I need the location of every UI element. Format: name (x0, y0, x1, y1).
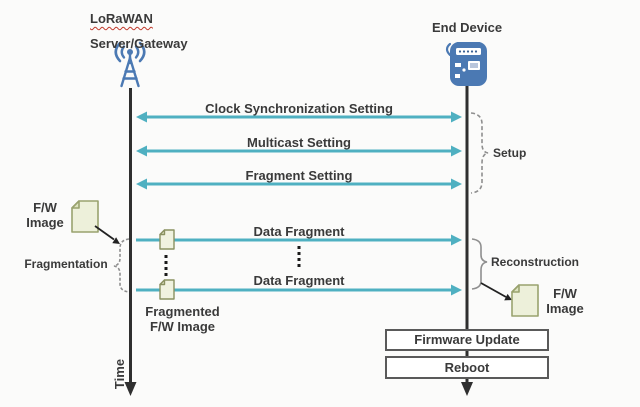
radio-tower-icon (114, 41, 146, 88)
time-axis-label: Time (112, 358, 127, 390)
server-actor-subtitle: Server/Gateway (90, 36, 188, 51)
fragmentation-brace (113, 238, 130, 293)
fw-image-left-label: F/W Image (22, 200, 68, 230)
fragment-icon-2 (159, 279, 175, 300)
message-arrow-data-fragment-2 (136, 284, 462, 296)
fragmentation-label: Fragmentation (24, 257, 108, 271)
message-label-multicast: Multicast Setting (246, 135, 351, 150)
reconstruction-label: Reconstruction (491, 255, 580, 269)
reconstruction-brace (471, 238, 488, 290)
message-label-fragment-setting: Fragment Setting (245, 168, 353, 183)
handheld-device-icon (445, 42, 487, 86)
ellipsis-dots-left (164, 255, 168, 276)
fragment-icon-1 (159, 229, 175, 250)
fw-image-left-line2: Image (26, 215, 64, 230)
fw-image-right-label: F/W Image (540, 286, 590, 316)
message-label-data-fragment-2: Data Fragment (253, 273, 345, 288)
message-label-clock-sync: Clock Synchronization Setting (205, 101, 393, 116)
message-arrow-fragment-setting (136, 178, 462, 190)
fw-image-icon-right (511, 284, 539, 317)
device-actor-name: End Device (432, 20, 503, 35)
fw-image-left-line1: F/W (33, 200, 57, 215)
time-arrowhead (461, 382, 473, 396)
fw-image-right-line1: F/W (553, 286, 577, 301)
fw-image-right-line2: Image (546, 301, 584, 316)
setup-phase-label: Setup (493, 146, 527, 160)
ellipsis-dots-center (297, 246, 301, 267)
message-label-data-fragment-1: Data Fragment (253, 224, 345, 239)
fragmented-fw-line1: Fragmented (145, 304, 220, 319)
reconstruction-arrow (480, 282, 512, 301)
server-actor-name: LoRaWAN (90, 11, 153, 26)
firmware-update-box: Firmware Update (385, 329, 549, 351)
fragmented-fw-label: Fragmented F/W Image (135, 304, 230, 334)
setup-brace (470, 112, 489, 194)
message-arrow-data-fragment-1 (136, 234, 462, 246)
fragmented-fw-line2: F/W Image (149, 319, 215, 334)
fw-image-icon-left (71, 200, 99, 233)
reboot-box: Reboot (385, 356, 549, 379)
fragmentation-arrow (94, 225, 120, 244)
message-arrow-clock-sync (136, 111, 462, 123)
message-arrow-multicast (136, 145, 462, 157)
server-timeline (124, 88, 137, 396)
time-arrowhead (124, 382, 137, 396)
